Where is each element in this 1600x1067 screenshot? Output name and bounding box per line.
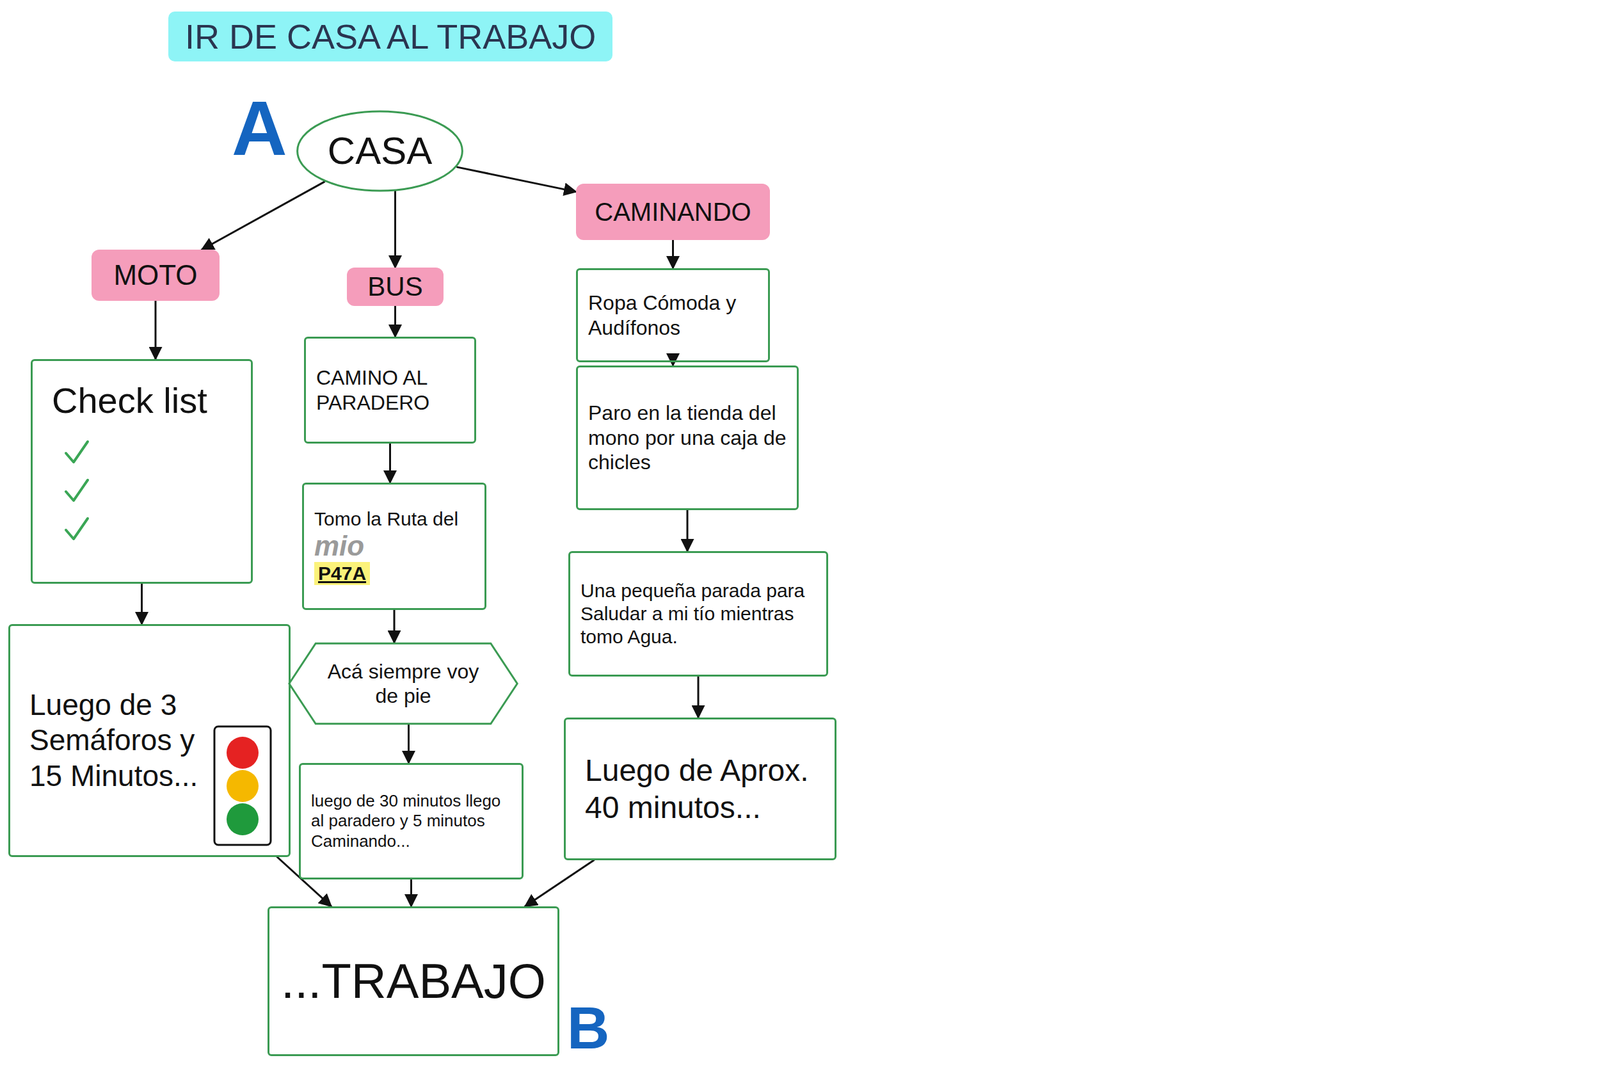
process-box: Una pequeña parada para Saludar a mi tío… [568, 551, 829, 677]
note-hexagon: Acá siempre voy de pie [288, 642, 519, 725]
node-text: mio [314, 530, 475, 562]
hexagon-outline [288, 642, 519, 725]
start-ellipse: CASA [295, 110, 464, 192]
process-box: Tomo la Ruta delmioP47A [302, 482, 487, 610]
flow-arrow [394, 191, 397, 268]
traffic-light [214, 726, 271, 845]
mode-band: BUS [346, 267, 444, 306]
flow-arrow [394, 305, 397, 337]
process-box: Paro en la tienda del mono por una caja … [576, 365, 799, 511]
green-lamp [226, 803, 259, 836]
flow-arrow [697, 676, 700, 718]
end-box: ...TRABAJO [267, 906, 560, 1056]
red-lamp [226, 736, 259, 769]
check-mark [65, 441, 88, 463]
outline-shape [297, 111, 463, 191]
flow-arrow [389, 443, 392, 483]
checklist-box: Check list [30, 359, 253, 584]
node-text: Una pequeña parada para Saludar a mi tío… [580, 579, 816, 649]
check-mark [65, 480, 88, 501]
process-box: Luego de Aprox. 40 minutos... [563, 717, 837, 861]
point-label: A [231, 89, 288, 167]
yellow-lamp [226, 769, 259, 802]
flow-arrow [154, 300, 157, 360]
title-text: IR DE CASA AL TRABAJO [168, 11, 613, 62]
flow-arrow [686, 510, 689, 552]
flow-arrow [524, 860, 594, 907]
node-text: MOTO [113, 258, 198, 293]
flow-arrow [410, 879, 413, 907]
check-mark [65, 518, 88, 539]
flow-arrow [201, 181, 324, 250]
flow-arrow [457, 167, 577, 192]
node-text: Acá siempre voy de pie [321, 659, 486, 709]
node-text: Tomo la Ruta del [314, 507, 475, 531]
node-text: Luego de 3 Semáforos y 15 Minutos... [29, 687, 200, 794]
flow-arrow [277, 856, 331, 907]
process-box: Luego de 3 Semáforos y 15 Minutos... [8, 624, 291, 857]
flow-arrow [140, 583, 143, 624]
check-marks [65, 441, 88, 539]
traffic-light-housing [214, 726, 271, 845]
node-text: Check list [51, 378, 241, 422]
node-text: ...TRABAJO [280, 951, 546, 1010]
node-text: luego de 30 minutos llego al paradero y … [311, 791, 512, 852]
node-text: CASA [327, 128, 432, 175]
process-box: luego de 30 minutos llego al paradero y … [298, 762, 524, 880]
node-text: Luego de Aprox. 40 minutos... [584, 752, 822, 826]
node-text: Ropa Cómoda y Audífonos [588, 290, 758, 340]
process-box: CAMINO AL PARADERO [304, 336, 477, 444]
node-text: BUS [367, 270, 423, 303]
flow-arrow [393, 609, 396, 643]
node-text: P47A [314, 561, 370, 585]
node-text: CAMINANDO [594, 196, 751, 228]
process-box: Ropa Cómoda y Audífonos [576, 268, 770, 363]
flow-arrow [672, 240, 674, 269]
mode-band: MOTO [91, 249, 220, 301]
mode-band: CAMINANDO [576, 183, 770, 240]
outline-shape [289, 643, 518, 724]
flow-arrow [407, 724, 410, 763]
point-label: B [567, 998, 610, 1058]
node-text: Paro en la tienda del mono por una caja … [588, 400, 787, 475]
node-text: CAMINO AL PARADERO [316, 365, 464, 415]
